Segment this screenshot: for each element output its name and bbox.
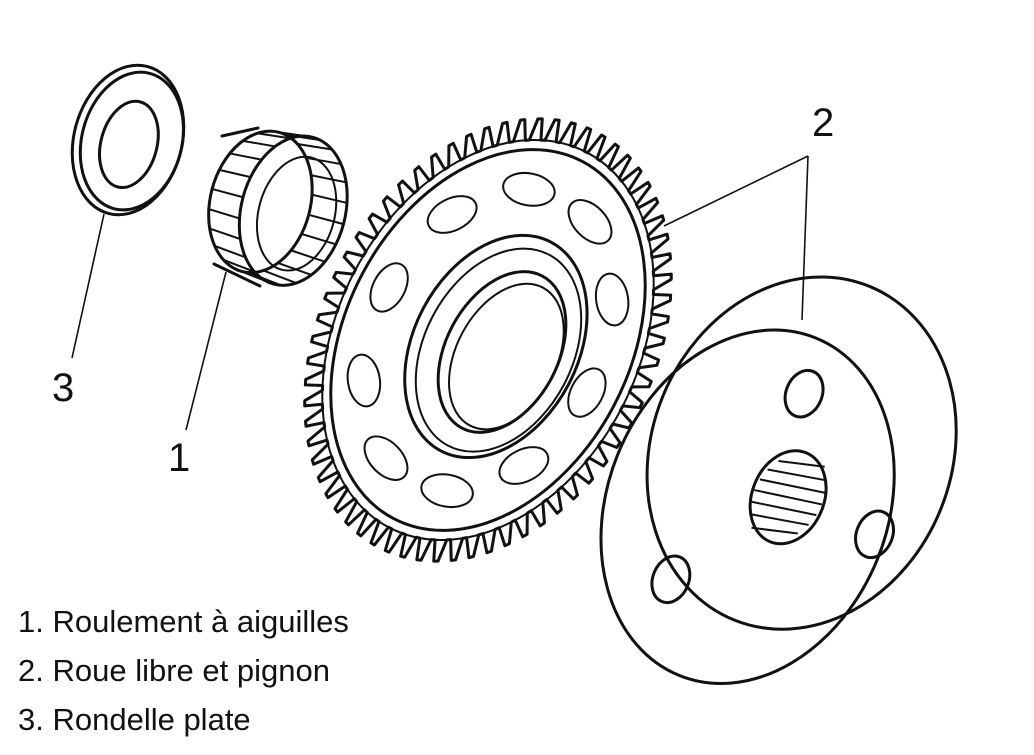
legend-item: 3. Rondelle plate	[18, 702, 251, 737]
callout-number-3: 3	[52, 366, 75, 410]
one-way-clutch-icon	[599, 275, 958, 685]
callout-number-1: 1	[168, 436, 191, 480]
flat-washer-icon	[70, 63, 186, 217]
leader-lines	[71, 155, 809, 431]
callout-number-2: 2	[812, 101, 835, 145]
legend-item: 2. Roue libre et pignon	[18, 653, 330, 688]
leader-line-1	[185, 271, 227, 431]
leader-line-2-clutch	[801, 155, 809, 321]
parts-legend: 1. Roulement à aiguilles 2. Roue libre e…	[18, 600, 349, 747]
needle-bearing-icon	[207, 126, 349, 288]
legend-item: 1. Roulement à aiguilles	[18, 604, 349, 639]
gear-icon	[303, 117, 673, 563]
leader-line-2-gear	[663, 155, 809, 227]
leader-line-3	[71, 213, 105, 359]
